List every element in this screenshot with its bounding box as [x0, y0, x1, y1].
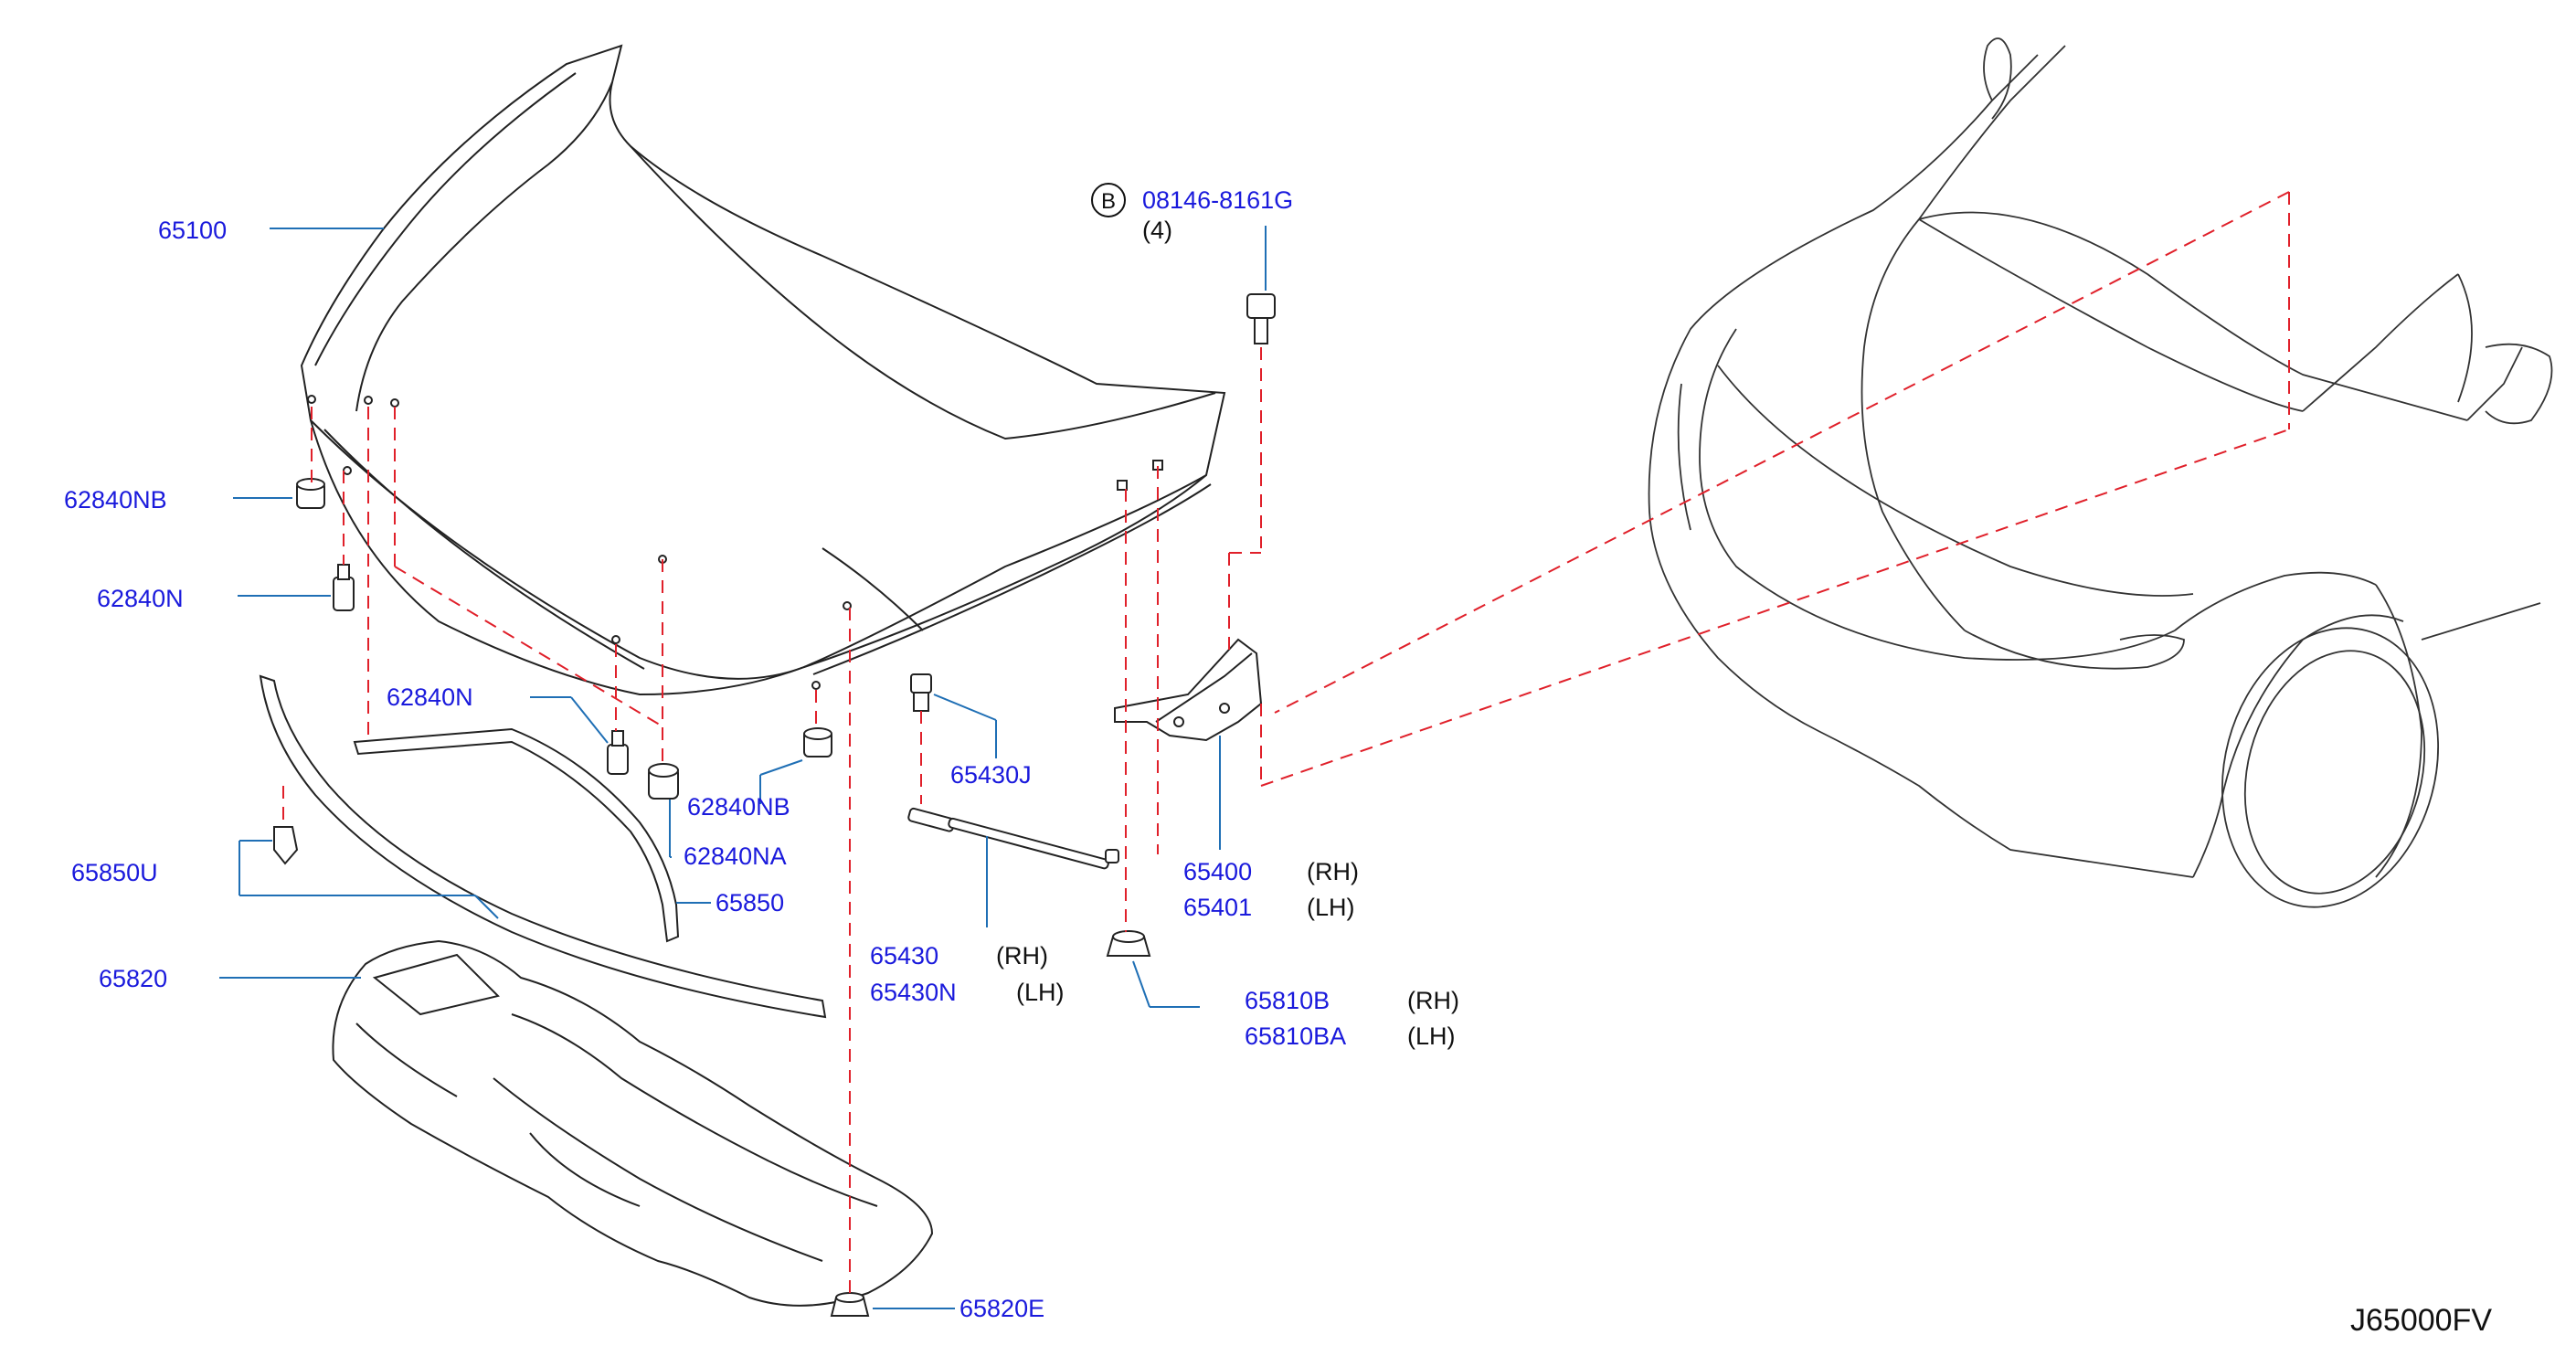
part-number-grommet-rh[interactable]: 65810B: [1245, 987, 1330, 1014]
hood-insulator[interactable]: [332, 939, 934, 1307]
rubber-bumper-n-left[interactable]: [333, 564, 355, 611]
bolt-badge: B: [1091, 183, 1126, 217]
hood-panel[interactable]: [300, 44, 1226, 696]
side-label-rh: (RH): [996, 942, 1048, 969]
side-label-rh: (RH): [1407, 987, 1459, 1014]
alignment-lines: [282, 191, 2290, 1293]
stay-clip[interactable]: [910, 673, 932, 712]
side-label-rh: (RH): [1307, 858, 1359, 885]
leader-lines: [219, 226, 1267, 1309]
part-number-stay-lh[interactable]: 65430N: [870, 979, 957, 1006]
side-label-lh: (LH): [1307, 894, 1355, 921]
part-number-hood[interactable]: 65100: [158, 217, 228, 244]
hood-seal[interactable]: [353, 727, 680, 943]
seal-clip[interactable]: [273, 826, 299, 865]
part-number-bumper-nb-mid[interactable]: 62840NB: [687, 793, 790, 821]
part-number-hood-seal[interactable]: 65850: [716, 889, 785, 916]
hinge-bolt[interactable]: [1246, 293, 1276, 344]
part-number-stay-rh[interactable]: 65430: [870, 942, 939, 969]
hood-stay[interactable]: [907, 807, 1119, 870]
part-number-grommet-lh[interactable]: 65810BA: [1245, 1022, 1347, 1050]
part-number-bumper-na[interactable]: 62840NA: [684, 842, 787, 870]
part-number-stay-clip[interactable]: 65430J: [950, 761, 1032, 789]
rubber-bumper-n-mid[interactable]: [607, 730, 629, 775]
diagram-code: J65000FV: [2350, 1303, 2492, 1338]
side-label-lh: (LH): [1016, 979, 1065, 1006]
part-number-hinge-lh[interactable]: 65401: [1183, 894, 1253, 921]
insulator-clip[interactable]: [830, 1292, 870, 1317]
vehicle-outline: [1648, 37, 2553, 908]
rubber-bumper-na[interactable]: [648, 763, 679, 800]
rubber-bumper-nb-mid[interactable]: [803, 727, 832, 757]
part-number-bolt[interactable]: 08146-8161G: [1142, 186, 1294, 214]
part-number-bumper-n-left[interactable]: 62840N: [97, 585, 184, 612]
part-number-bumper-nb-left[interactable]: 62840NB: [64, 486, 167, 514]
part-number-insulator-clip[interactable]: 65820E: [959, 1295, 1045, 1322]
part-number-bumper-n-mid[interactable]: 62840N: [387, 683, 473, 711]
part-number-insulator[interactable]: 65820: [99, 965, 168, 992]
part-number-hinge-rh[interactable]: 65400: [1183, 858, 1253, 885]
hood-front-strip[interactable]: [259, 674, 827, 1019]
hinge-grommet[interactable]: [1106, 930, 1151, 957]
side-label-lh: (LH): [1407, 1022, 1456, 1050]
part-number-seal-clip[interactable]: 65850U: [71, 859, 158, 886]
rubber-bumper-nb-left[interactable]: [296, 478, 325, 509]
bolt-quantity: (4): [1142, 217, 1172, 244]
hood-hinge[interactable]: [1114, 638, 1263, 742]
